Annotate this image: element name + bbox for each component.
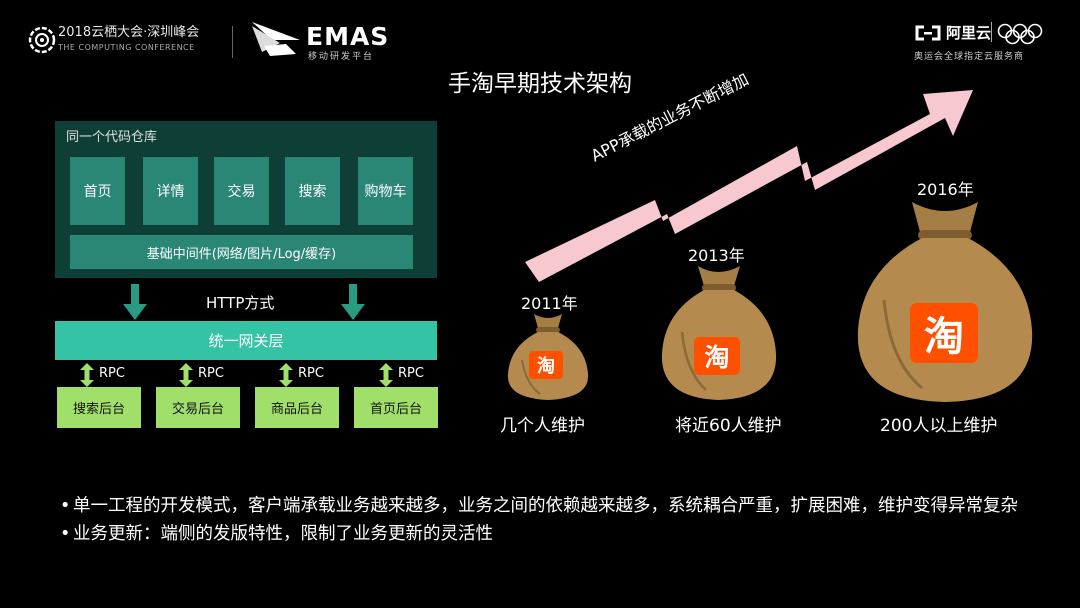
header-divider: [232, 26, 233, 58]
code-repository-label: 同一个代码仓库: [66, 130, 158, 145]
backend-trade: 交易后台: [156, 387, 240, 428]
taobao-logo-icon: 淘: [910, 303, 978, 363]
transport-label: HTTP方式: [206, 294, 275, 312]
rpc-arrow-icon: [80, 363, 94, 387]
event-title: 2018云栖大会·深圳峰会: [58, 25, 200, 40]
bullet-dot: •: [60, 496, 71, 516]
arrow-down-left-icon: [123, 284, 147, 320]
computing-conference-logo-icon: [28, 26, 56, 54]
bullet-text: 单一工程的开发模式，客户端承载业务越来越多，业务之间的依赖越来越多，系统耦合严重…: [73, 496, 1018, 516]
module-home: 首页: [70, 157, 125, 225]
backend-home: 首页后台: [354, 387, 438, 428]
event-subtitle: THE COMPUTING CONFERENCE: [58, 43, 195, 52]
rpc-arrow-icon: [279, 363, 293, 387]
rpc-arrow-icon: [179, 363, 193, 387]
money-sack-medium-icon: [661, 266, 777, 400]
money-sack-large-icon: [857, 202, 1033, 402]
rpc-label: RPC: [99, 366, 125, 381]
module-search: 搜索: [285, 157, 340, 225]
rpc-label: RPC: [198, 366, 224, 381]
stage-year-2011: 2011年: [521, 294, 578, 313]
module-detail: 详情: [143, 157, 198, 225]
stage-caption-2016: 200人以上维护: [880, 416, 998, 436]
bullet-item: • 单一工程的开发模式，客户端承载业务越来越多，业务之间的依赖越来越多，系统耦合…: [60, 492, 1020, 520]
bullet-list: • 单一工程的开发模式，客户端承载业务越来越多，业务之间的依赖越来越多，系统耦合…: [60, 492, 1020, 548]
taobao-logo-icon: 淘: [694, 337, 740, 375]
platform-name: EMAS: [306, 22, 390, 51]
rpc-arrow-icon: [379, 363, 393, 387]
olympic-rings-icon: [997, 23, 1043, 45]
growth-zigzag-arrow-icon: [525, 90, 973, 282]
event-branding: 2018云栖大会·深圳峰会 THE COMPUTING CONFERENCE: [58, 24, 199, 54]
gateway-layer: 统一网关层: [55, 321, 437, 360]
aliyun-logo-icon: [915, 25, 941, 41]
stage-caption-2011: 几个人维护: [500, 416, 585, 436]
middleware-layer: 基础中间件(网络/图片/Log/缓存): [70, 235, 413, 269]
sponsor-divider: [991, 22, 992, 42]
stage-caption-2013: 将近60人维护: [675, 416, 782, 436]
bullet-text: 业务更新：端侧的发版特性，限制了业务更新的灵活性: [73, 524, 493, 544]
platform-subtitle: 移动研发平台: [308, 52, 375, 62]
stage-year-2013: 2013年: [688, 246, 745, 265]
emas-bird-logo-icon: [252, 22, 300, 56]
stage-year-2016: 2016年: [917, 180, 974, 199]
sponsor-name: 阿里云: [946, 24, 992, 42]
slide-title: 手淘早期技术架构: [448, 71, 632, 97]
backend-search: 搜索后台: [57, 387, 141, 428]
rpc-label: RPC: [398, 366, 424, 381]
rpc-label: RPC: [298, 366, 324, 381]
taobao-logo-icon: 淘: [529, 351, 563, 379]
sponsor-subtitle: 奥运会全球指定云服务商: [914, 52, 1025, 62]
bullet-item: • 业务更新：端侧的发版特性，限制了业务更新的灵活性: [60, 520, 1020, 548]
module-trade: 交易: [214, 157, 269, 225]
backend-product: 商品后台: [255, 387, 339, 428]
module-cart: 购物车: [358, 157, 413, 225]
arrow-down-right-icon: [341, 284, 365, 320]
bullet-dot: •: [60, 524, 71, 544]
